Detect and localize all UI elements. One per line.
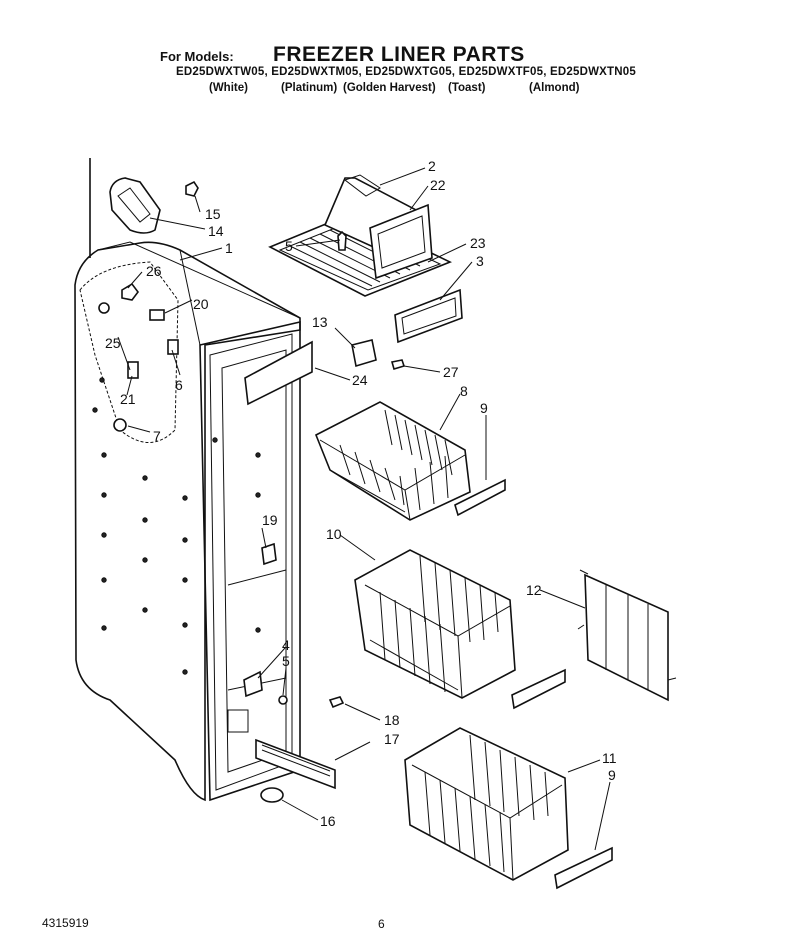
- callout-7: 7: [153, 428, 161, 444]
- callout-11: 11: [602, 750, 617, 766]
- color-label-golden-harvest: (Golden Harvest): [343, 82, 436, 94]
- document-number: 4315919: [42, 916, 89, 930]
- callout-14: 14: [208, 223, 224, 239]
- basket-10: [354, 549, 516, 699]
- callout-19: 19: [262, 512, 278, 528]
- housing-components: [98, 282, 179, 432]
- callout-12: 12: [526, 582, 542, 598]
- bottom-trim: [255, 696, 345, 803]
- front-trim: [244, 340, 313, 406]
- switch-part: [351, 339, 406, 370]
- top-shelf-assembly: [268, 174, 463, 344]
- liner-clips: [243, 542, 288, 705]
- basket-8: [314, 401, 471, 521]
- callout-17: 17: [384, 731, 400, 747]
- callout-1: 1: [225, 240, 233, 256]
- callout-27: 27: [443, 364, 459, 380]
- shelf-rail-upper: [454, 478, 506, 517]
- for-models-label: For Models:: [160, 49, 234, 64]
- callout-26: 26: [146, 263, 162, 279]
- callout-6: 6: [175, 377, 183, 393]
- callout-9-lower: 9: [608, 767, 616, 783]
- color-label-almond: (Almond): [529, 82, 580, 94]
- page-number: 6: [378, 917, 385, 931]
- callout-4: 4: [282, 637, 290, 653]
- callout-10: 10: [326, 526, 342, 542]
- callout-21: 21: [120, 391, 136, 407]
- callout-9-upper: 9: [480, 400, 488, 416]
- page-header: For Models: FREEZER LINER PARTS ED25DWXT…: [0, 0, 800, 110]
- page-title: FREEZER LINER PARTS: [273, 43, 525, 66]
- callout-8: 8: [460, 383, 468, 399]
- shelf-rail-middle: [511, 668, 566, 710]
- callout-labels: 2 22 23 5 3 15 14 1 26 20 25 6 21 7 13 2…: [105, 158, 617, 829]
- basket-divider: [577, 569, 677, 702]
- callout-13: 13: [312, 314, 328, 330]
- callout-15: 15: [205, 206, 221, 222]
- callout-25: 25: [105, 335, 121, 351]
- callout-23: 23: [470, 235, 486, 251]
- model-numbers: ED25DWXTW05, ED25DWXTM05, ED25DWXTG05, E…: [176, 66, 636, 78]
- callout-24: 24: [352, 372, 368, 388]
- color-label-platinum: (Platinum): [281, 82, 338, 94]
- callout-18: 18: [384, 712, 400, 728]
- liner-holes: [92, 377, 261, 675]
- callout-16: 16: [320, 813, 336, 829]
- shelf-rail-lower: [554, 846, 613, 890]
- color-label-white: (White): [209, 82, 248, 94]
- callout-22: 22: [430, 177, 446, 193]
- color-label-toast: (Toast): [448, 82, 486, 94]
- callout-5-lower: 5: [282, 653, 290, 669]
- callout-20: 20: [193, 296, 209, 312]
- leader-lines: [117, 167, 611, 851]
- freezer-liner: [74, 241, 301, 802]
- basket-11: [404, 727, 569, 881]
- callout-3: 3: [476, 253, 484, 269]
- callout-5-top: 5: [285, 238, 293, 254]
- callout-2: 2: [428, 158, 436, 174]
